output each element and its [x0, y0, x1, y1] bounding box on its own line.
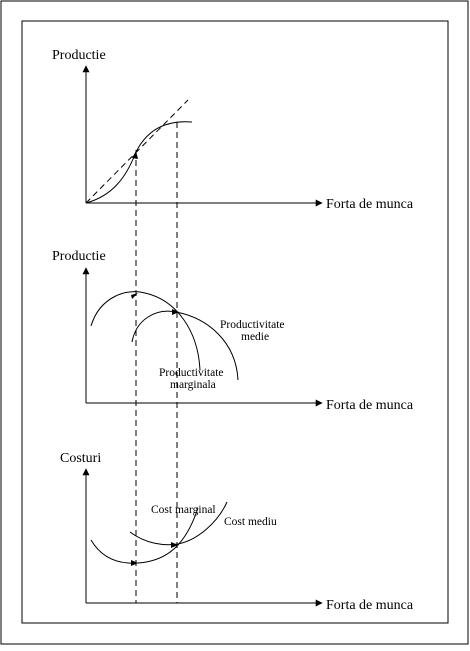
top-y-axis-label: Productie — [52, 48, 106, 63]
average-productivity-label-line2: medie — [241, 331, 269, 343]
top-tangent-point-arrow — [132, 151, 138, 159]
bottom-y-axis-label: Costuri — [60, 451, 101, 466]
marginal-cost-curve — [90, 507, 199, 564]
marginal-productivity-curve — [90, 291, 201, 371]
panel-top: Productie Forta de munca — [52, 48, 414, 212]
top-tangent-ray — [85, 99, 189, 204]
panel-bottom: Costuri Forta de munca Cost marginal Cos… — [60, 451, 414, 613]
marginal-productivity-label-line1: Productivitate — [159, 367, 224, 379]
middle-max-point-arrow — [131, 293, 138, 299]
marginal-cost-label: Cost marginal — [151, 504, 216, 516]
average-cost-curve — [129, 501, 228, 546]
average-cost-label: Cost mediu — [224, 516, 277, 528]
middle-intersection-arrow — [172, 309, 179, 315]
bottom-x-axis-label: Forta de munca — [326, 598, 414, 613]
marginal-productivity-label-line2: marginala — [170, 379, 216, 391]
middle-x-axis-label: Forta de munca — [326, 398, 414, 413]
bottom-min-point-arrow — [131, 560, 138, 566]
average-productivity-label-line1: Productivitate — [220, 319, 285, 331]
top-total-product-curve — [85, 121, 193, 204]
panel-middle: Productie Forta de munca Productivitate … — [52, 249, 414, 413]
middle-y-axis-label: Productie — [52, 249, 106, 264]
inner-frame — [21, 20, 449, 624]
bottom-intersection-arrow — [171, 542, 178, 548]
top-x-axis-label: Forta de munca — [326, 197, 414, 212]
